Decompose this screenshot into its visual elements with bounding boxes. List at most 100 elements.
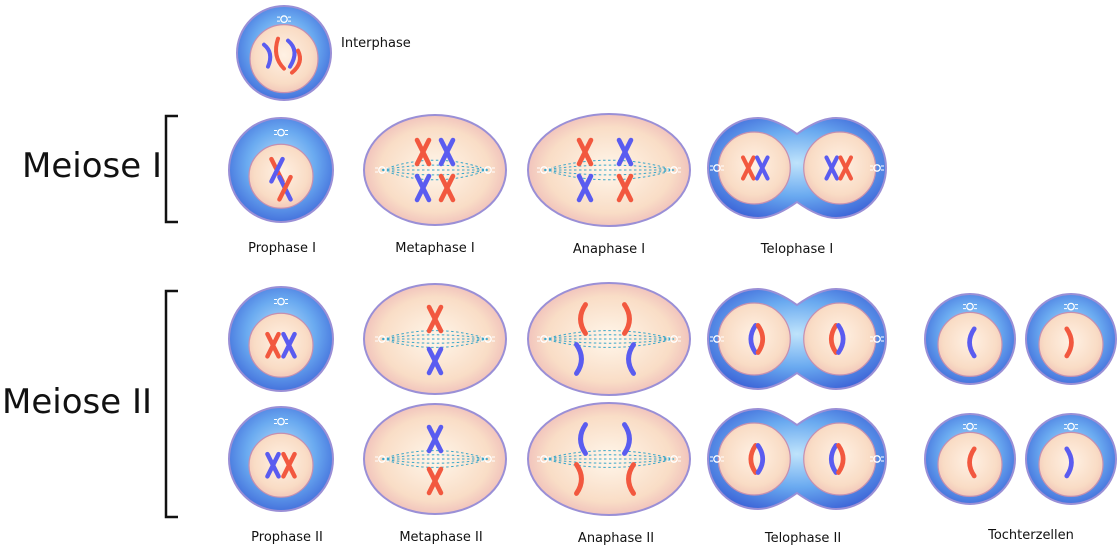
chromosome <box>265 451 281 479</box>
cell-tochter-a-bottom <box>924 413 1016 505</box>
nucleus-left <box>717 422 791 496</box>
chromatid <box>748 443 758 475</box>
chromosome <box>277 174 293 202</box>
cell-tochter-b-top <box>1025 293 1117 385</box>
centrosome <box>1067 302 1075 311</box>
cell-membrane <box>363 403 507 515</box>
chromatid <box>828 323 839 355</box>
spindle-fiber <box>381 450 489 460</box>
centrosome-rays <box>375 336 389 342</box>
nucleus-right <box>803 302 877 376</box>
spindle-fiber <box>543 338 675 344</box>
chromatid <box>836 323 846 355</box>
chromatid <box>578 422 588 456</box>
chromosome <box>576 173 594 203</box>
centrosome-rays <box>537 167 551 173</box>
chromatid <box>836 443 846 475</box>
bracket-meiose-2 <box>164 289 178 519</box>
spindle-fiber <box>381 164 489 171</box>
centrosome <box>713 455 721 463</box>
chromatid <box>748 323 758 355</box>
centrosome-rays <box>667 167 681 173</box>
cell-tochter-a-top <box>924 293 1016 385</box>
chromatid <box>574 462 584 496</box>
centrosome-rays <box>375 167 389 173</box>
centrosome <box>670 335 678 343</box>
label-anaphase-2: Anaphase II <box>577 531 655 546</box>
spindle-fiber <box>543 450 675 460</box>
centrosome-rays <box>667 456 681 462</box>
centrosome <box>484 166 492 174</box>
centrosome <box>277 417 285 426</box>
spindle-fiber <box>543 159 675 171</box>
nucleus-right <box>803 422 877 496</box>
chromosome <box>838 155 854 181</box>
centrosome-rays <box>710 456 724 462</box>
centrosome-rays <box>277 16 291 22</box>
label-telophase-1: Telophase I <box>760 242 834 257</box>
centrosome-rays <box>870 336 884 342</box>
spindle-fiber <box>543 458 675 464</box>
cell-interphase <box>236 5 332 101</box>
label-prophase-1: Prophase I <box>248 241 316 256</box>
chromatid <box>626 342 636 376</box>
cell-membrane <box>363 114 507 226</box>
centrosome <box>277 297 285 306</box>
chromatid <box>1064 326 1074 359</box>
spindle-fiber <box>381 159 489 171</box>
centrosome-rays <box>710 336 724 342</box>
spindle-fiber <box>543 338 675 348</box>
chromatid <box>967 326 977 359</box>
chromatid <box>967 446 977 479</box>
centrosome-rays <box>1064 424 1078 430</box>
centrosome <box>670 166 678 174</box>
label-meiose-2: Meiose II <box>2 382 152 422</box>
centrosome <box>280 15 288 24</box>
cell-membrane <box>363 283 507 395</box>
centrosome <box>873 455 881 463</box>
centrosome <box>873 164 881 172</box>
cell-metaphase-1 <box>363 114 507 226</box>
nucleus-left <box>717 131 791 205</box>
cell-prophase-1 <box>228 117 334 223</box>
centrosome-rays <box>274 299 288 305</box>
chromatin <box>286 38 297 69</box>
centrosome-rays <box>1064 304 1078 310</box>
chromatid <box>755 443 766 475</box>
cell-telophase-1 <box>707 116 887 220</box>
nucleus-right <box>803 131 877 205</box>
centrosome-rays <box>710 165 724 171</box>
centrosome <box>540 455 548 463</box>
cell-metaphase-2-top <box>363 283 507 395</box>
spindle-fiber <box>543 169 675 176</box>
spindle-fiber <box>543 458 675 468</box>
spindle-fiber <box>381 338 489 348</box>
cell-prophase-2-bottom <box>228 406 334 512</box>
spindle-fiber <box>381 330 489 340</box>
chromosome <box>414 173 432 203</box>
chromosome <box>426 466 444 496</box>
spindle-fiber <box>543 334 675 340</box>
centrosome-rays <box>667 336 681 342</box>
chromosome <box>269 156 285 184</box>
chromosome <box>281 451 297 479</box>
chromosome <box>576 137 594 167</box>
chromosome <box>281 331 297 359</box>
centrosome-rays <box>274 419 288 425</box>
chromosome <box>426 424 444 454</box>
chromatid <box>1064 446 1074 479</box>
chromosome <box>616 137 634 167</box>
chromosome <box>616 173 634 203</box>
centrosome-rays <box>963 304 977 310</box>
chromatid <box>622 302 632 336</box>
centrosome <box>484 455 492 463</box>
label-interphase: Interphase <box>341 36 411 51</box>
chromosome <box>426 304 444 334</box>
centrosome <box>873 335 881 343</box>
spindle-fiber <box>543 169 675 181</box>
nucleus <box>248 312 314 378</box>
cell-tochter-b-bottom <box>1025 413 1117 505</box>
cell-anaphase-1 <box>527 113 691 227</box>
cell-metaphase-2-bottom <box>363 403 507 515</box>
spindle-fiber <box>381 458 489 468</box>
